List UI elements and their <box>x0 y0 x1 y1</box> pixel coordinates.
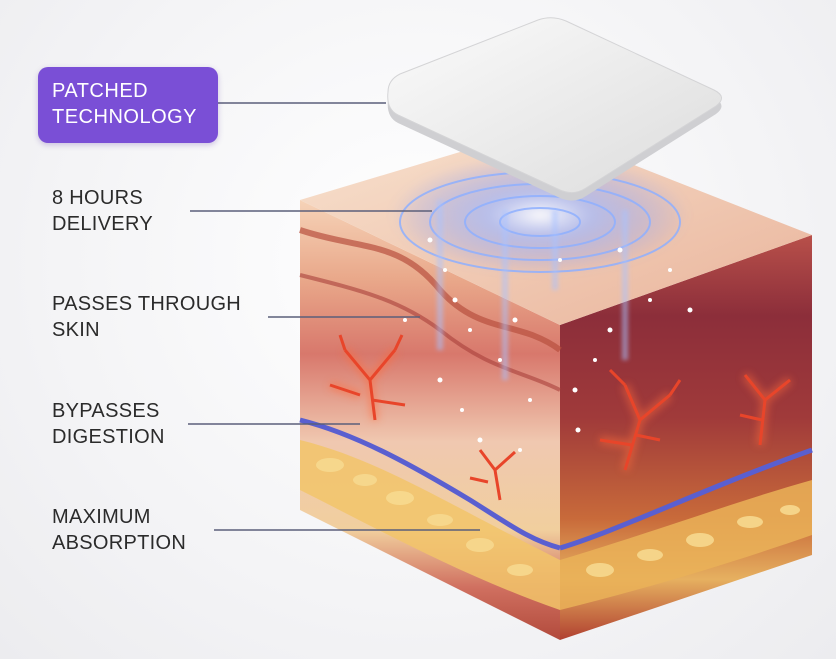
transdermal-patch <box>387 17 722 201</box>
label-8-hours-delivery: 8 HOURS DELIVERY <box>52 185 153 237</box>
fat-band-right <box>560 480 812 610</box>
particles <box>403 237 693 452</box>
label-maximum-absorption: MAXIMUM ABSORPTION <box>52 504 186 556</box>
light-beams <box>437 200 628 380</box>
vein-left <box>299 417 561 551</box>
patched-technology-badge: PATCHED TECHNOLOGY <box>38 67 218 143</box>
label-line-1: PASSES THROUGH <box>52 293 242 315</box>
label-bypasses-digestion: BYPASSES DIGESTION <box>52 398 165 450</box>
badge-line-2: TECHNOLOGY <box>52 106 198 128</box>
connector-lines <box>188 102 480 531</box>
blood-vessels <box>329 334 791 501</box>
label-line-2: DELIVERY <box>52 213 153 235</box>
badge-line-1: PATCHED <box>52 80 149 102</box>
label-line-1: BYPASSES <box>52 400 160 422</box>
label-line-2: ABSORPTION <box>52 532 187 554</box>
fat-cells <box>316 458 800 577</box>
label-line-1: MAXIMUM <box>52 506 151 528</box>
label-line-1: 8 HOURS <box>52 187 144 209</box>
label-line-2: SKIN <box>52 319 100 341</box>
label-passes-through-skin: PASSES THROUGH SKIN <box>52 291 241 343</box>
vein-right <box>559 447 813 551</box>
label-line-2: DIGESTION <box>52 426 165 448</box>
